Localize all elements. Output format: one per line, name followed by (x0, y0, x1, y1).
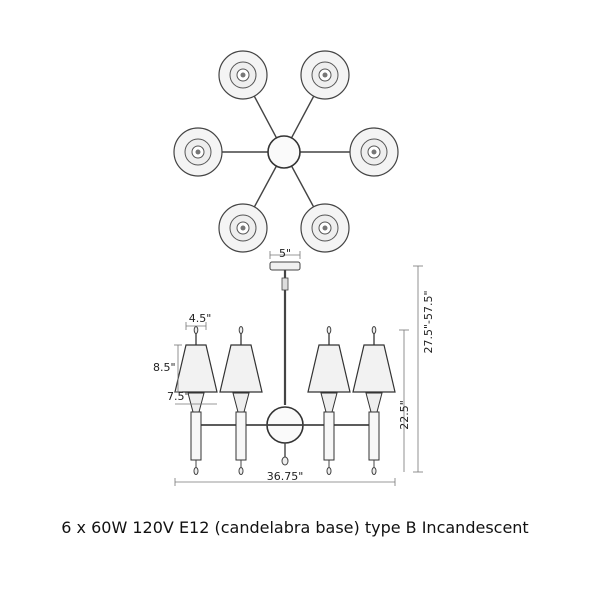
overall-height-dimension-line (413, 265, 423, 473)
top-view-shade-5 (218, 203, 268, 253)
top-view-shade-2 (300, 50, 350, 100)
shade-height-label: 8.5" (153, 361, 176, 374)
canopy (269, 261, 301, 271)
top-view-shade-3 (173, 127, 223, 177)
top-view-hub (267, 135, 301, 169)
overall-width-label: 36.75" (267, 470, 304, 483)
bulb-spec-caption: 6 x 60W 120V E12 (candelabra base) type … (61, 518, 529, 537)
side-lamp-2 (219, 326, 263, 475)
side-lamp-3 (307, 326, 351, 475)
overall-width-dimension-line (174, 478, 396, 486)
canopy-width-label: 5" (279, 247, 291, 260)
side-lamp-4 (352, 326, 396, 475)
overall-height-label: 27.5"-57.5" (422, 290, 435, 353)
top-view-shade-4 (349, 127, 399, 177)
body-height-dimension-line (399, 329, 409, 472)
canopy-dimension-line (269, 251, 301, 259)
top-view (173, 50, 399, 253)
side-view: 5" (153, 247, 435, 486)
body-height-label: 22.5" (398, 400, 411, 430)
shade-top-dimension-line (185, 322, 207, 330)
shade-bottom-width-label: 7.5" (167, 390, 190, 403)
side-lamp-1 (174, 326, 218, 475)
top-view-shade-6 (300, 203, 350, 253)
top-view-shade-1 (218, 50, 268, 100)
shade-height-dimension-line (174, 344, 182, 393)
shade-top-width-label: 4.5" (189, 312, 212, 325)
